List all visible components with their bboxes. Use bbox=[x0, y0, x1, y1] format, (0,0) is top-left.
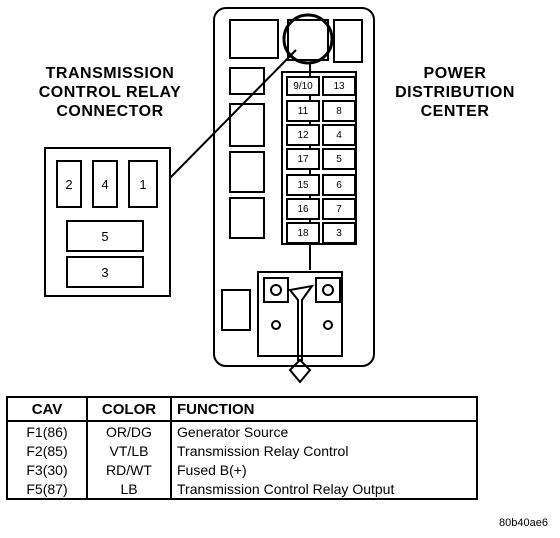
cav-cell: F3(30) bbox=[6, 460, 88, 479]
bus-strap bbox=[288, 284, 315, 361]
color-cell: RD/WT bbox=[86, 460, 172, 479]
table-row: F3(30) RD/WT Fused B(+) bbox=[6, 460, 478, 479]
relay-cavity: 3 bbox=[66, 256, 144, 288]
fuse-cavity: 11 bbox=[286, 100, 320, 122]
cav-cell: F1(86) bbox=[6, 421, 88, 441]
pdc-relay-block bbox=[229, 151, 265, 193]
header-cav: CAV bbox=[6, 396, 88, 422]
title-line: CENTER bbox=[420, 103, 490, 120]
bus-strap-tip bbox=[288, 358, 312, 384]
relay-connector-outline bbox=[44, 147, 171, 297]
table-header-row: CAV COLOR FUNCTION bbox=[6, 396, 478, 422]
title-line: TRANSMISSION bbox=[45, 65, 175, 82]
function-cell: Generator Source bbox=[170, 421, 478, 441]
relay-diagram: TRANSMISSION CONTROL RELAY CONNECTOR POW… bbox=[20, 7, 540, 384]
fuse-cavity: 9/10 bbox=[286, 76, 320, 96]
pdc-relay-block bbox=[287, 19, 329, 61]
fuse-cavity: 4 bbox=[322, 124, 356, 146]
pdc-relay-block bbox=[229, 67, 265, 95]
fuse-cavity: 7 bbox=[322, 198, 356, 220]
fuse-cavity: 13 bbox=[322, 76, 356, 96]
fuse-grid-outline bbox=[281, 71, 357, 245]
header-color: COLOR bbox=[86, 396, 172, 422]
fuse-cavity: 17 bbox=[286, 148, 320, 170]
cav-cell: F5(87) bbox=[6, 479, 88, 500]
function-cell: Transmission Relay Control bbox=[170, 441, 478, 460]
relay-highlight-circle bbox=[282, 13, 334, 65]
function-cell: Fused B(+) bbox=[170, 460, 478, 479]
diagram-svg bbox=[44, 7, 375, 384]
table-row: F1(86) OR/DG Generator Source bbox=[6, 421, 478, 441]
fuse-cavity: 15 bbox=[286, 174, 320, 196]
title-line: POWER bbox=[423, 65, 487, 82]
terminal-bolt-icon bbox=[322, 284, 334, 296]
function-cell: Transmission Control Relay Output bbox=[170, 479, 478, 500]
mounting-hole-icon bbox=[323, 320, 333, 330]
fuse-cavity: 6 bbox=[322, 174, 356, 196]
fuse-cavity: 12 bbox=[286, 124, 320, 146]
fuse-cavity: 8 bbox=[322, 100, 356, 122]
relay-cavity: 1 bbox=[128, 160, 158, 208]
relay-cavity: 4 bbox=[92, 160, 118, 208]
reference-code: 80b40ae6 bbox=[499, 517, 548, 529]
pdc-connector bbox=[221, 289, 251, 331]
pinout-table: CAV COLOR FUNCTION F1(86) OR/DG Generato… bbox=[6, 396, 478, 500]
pdc-bus-area bbox=[257, 271, 343, 357]
fuse-cavity: 18 bbox=[286, 222, 320, 244]
cav-cell: F2(85) bbox=[6, 441, 88, 460]
color-cell: VT/LB bbox=[86, 441, 172, 460]
table-row: F5(87) LB Transmission Control Relay Out… bbox=[6, 479, 478, 500]
title-line: DISTRIBUTION bbox=[395, 84, 515, 101]
color-cell: OR/DG bbox=[86, 421, 172, 441]
pdc-terminal bbox=[315, 277, 341, 303]
color-cell: LB bbox=[86, 479, 172, 500]
table-row: F2(85) VT/LB Transmission Relay Control bbox=[6, 441, 478, 460]
fuse-cavity: 3 bbox=[322, 222, 356, 244]
fuse-cavity: 5 bbox=[322, 148, 356, 170]
relay-cavity: 5 bbox=[66, 220, 144, 252]
relay-connector-title: TRANSMISSION CONTROL RELAY CONNECTOR bbox=[20, 64, 200, 121]
pdc-relay-block bbox=[229, 197, 265, 239]
pdc-terminal bbox=[263, 277, 289, 303]
fuse-cavity: 16 bbox=[286, 198, 320, 220]
pdc-relay-block bbox=[229, 103, 265, 147]
header-function: FUNCTION bbox=[170, 396, 478, 422]
pdc-relay-block bbox=[229, 19, 279, 59]
title-line: CONTROL RELAY bbox=[38, 84, 182, 101]
terminal-bolt-icon bbox=[270, 284, 282, 296]
leader-line bbox=[169, 49, 297, 179]
mounting-hole-icon bbox=[271, 320, 281, 330]
pdc-relay-block bbox=[333, 19, 363, 63]
relay-cavity: 2 bbox=[56, 160, 82, 208]
title-line: CONNECTOR bbox=[56, 103, 164, 120]
pdc-title: POWER DISTRIBUTION CENTER bbox=[370, 64, 540, 121]
